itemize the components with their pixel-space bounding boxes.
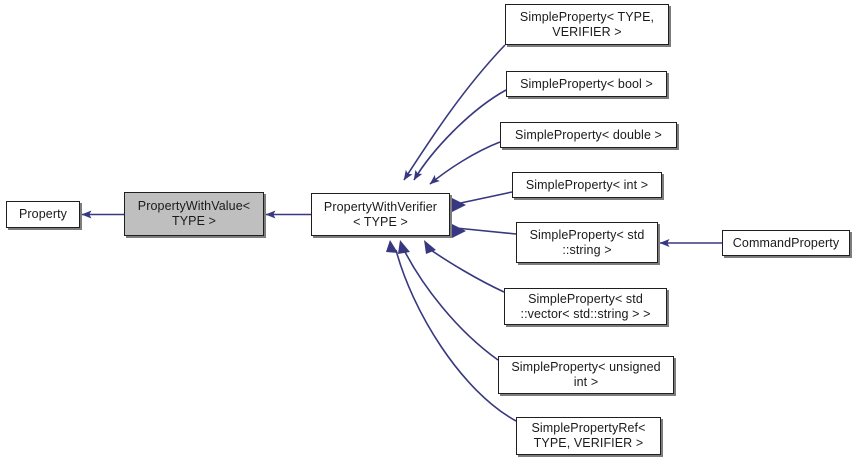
node-command-property-label: CommandProperty <box>732 235 840 250</box>
edge-simpleproperty-unsigned-int <box>403 249 499 361</box>
node-simple-property-double[interactable]: SimpleProperty< double > <box>500 122 677 148</box>
arrowhead-std-string <box>452 224 466 238</box>
edge-simplepropertyref <box>395 249 517 422</box>
node-simple-property-type-verifier[interactable]: SimpleProperty< TYPE, VERIFIER > <box>505 4 669 45</box>
node-simple-property-int-label: SimpleProperty< int > <box>525 177 649 192</box>
edge-simpleproperty-std-string <box>455 227 517 235</box>
node-command-property[interactable]: CommandProperty <box>722 230 850 256</box>
node-property-with-value-label: PropertyWithValue< TYPE > <box>137 199 251 228</box>
node-simple-property-std-vector-std-string[interactable]: SimpleProperty< std ::vector< std::strin… <box>504 288 667 325</box>
edge-simpleproperty-int <box>455 191 513 205</box>
node-simple-property-ref-label: SimplePropertyRef< TYPE, VERIFIER > <box>531 421 646 450</box>
node-simple-property-bool[interactable]: SimpleProperty< bool > <box>506 71 667 97</box>
node-simple-property-int[interactable]: SimpleProperty< int > <box>512 172 662 198</box>
node-simple-property-double-label: SimpleProperty< double > <box>515 127 662 142</box>
arrowhead-ref <box>386 240 398 253</box>
arrowhead-std-vector <box>424 240 436 254</box>
node-simple-property-type-verifier-label: SimpleProperty< TYPE, VERIFIER > <box>519 9 655 39</box>
node-property-label: Property <box>18 207 68 221</box>
node-property-with-verifier[interactable]: PropertyWithVerifier < TYPE > <box>311 193 450 236</box>
edge-simpleproperty-type-verifier <box>403 44 506 181</box>
node-simple-property-unsigned-int-label: SimpleProperty< unsigned int > <box>511 360 661 389</box>
edge-simpleproperty-double <box>429 141 501 185</box>
node-property[interactable]: Property <box>6 201 80 228</box>
node-simple-property-ref[interactable]: SimplePropertyRef< TYPE, VERIFIER > <box>516 417 661 455</box>
node-property-with-verifier-label: PropertyWithVerifier < TYPE > <box>323 199 438 229</box>
node-simple-property-unsigned-int[interactable]: SimpleProperty< unsigned int > <box>498 356 674 394</box>
edge-simpleproperty-std-vector <box>427 247 505 293</box>
node-property-with-value[interactable]: PropertyWithValue< TYPE > <box>124 192 264 236</box>
node-simple-property-std-vector-std-string-label: SimpleProperty< std ::vector< std::strin… <box>520 291 651 321</box>
arrowhead-unsigned-int <box>398 240 410 254</box>
node-simple-property-bool-label: SimpleProperty< bool > <box>520 76 653 91</box>
node-simple-property-std-string[interactable]: SimpleProperty< std ::string > <box>516 222 658 263</box>
arrowhead-int <box>452 198 466 212</box>
node-simple-property-std-string-label: SimpleProperty< std ::string > <box>529 227 645 257</box>
edge-simpleproperty-bool <box>413 89 507 181</box>
